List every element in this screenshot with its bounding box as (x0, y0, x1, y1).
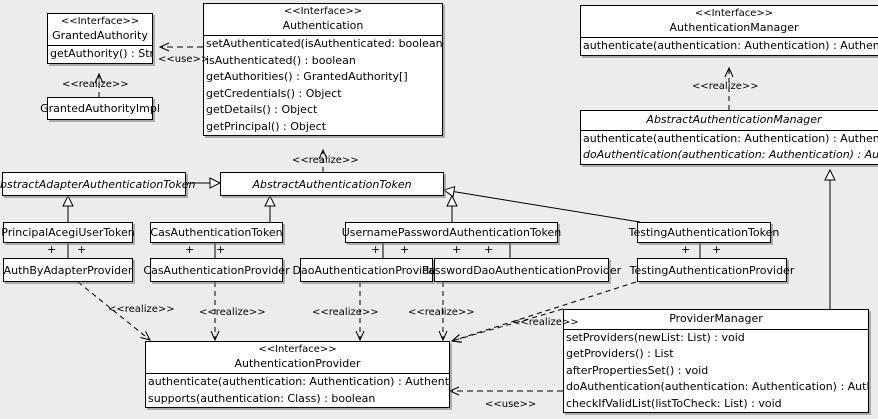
class-header: <<Interface>> AuthenticationManager (581, 6, 878, 37)
divider (581, 129, 878, 131)
class-header: AbstractAuthenticationManager (581, 111, 878, 130)
association-marker: + (452, 243, 462, 256)
class-password-dao-authentication-provider[interactable]: PasswordDaoAuthenticationProvider (422, 258, 621, 282)
class-name: DaoAuthenticationProvider (292, 263, 441, 277)
class-name: CasAuthenticationToken (150, 226, 283, 239)
association-marker: + (681, 243, 691, 256)
association-marker: + (77, 243, 87, 256)
class-authentication[interactable]: <<Interface>> Authentication setAuthenti… (203, 3, 443, 137)
divider (564, 328, 868, 330)
class-abstract-authentication-manager[interactable]: AbstractAuthenticationManager authentica… (580, 110, 878, 165)
class-authentication-manager[interactable]: <<Interface>> AuthenticationManager auth… (580, 5, 878, 56)
operations-compartment: authenticate(authentication: Authenticat… (581, 38, 878, 55)
stereotype-label: <<Interface>> (258, 344, 337, 355)
stereotype-label: <<Interface>> (60, 16, 140, 27)
class-granted-authority-impl[interactable]: GrantedAuthorityImpl (40, 97, 160, 120)
association-marker: + (371, 243, 381, 256)
class-name: PrincipalAcegiUserToken (1, 226, 135, 239)
operation: checkIfValidList(listToCheck: List) : vo… (566, 396, 782, 410)
class-cas-authentication-provider[interactable]: CasAuthenticationProvider (143, 258, 290, 282)
operations-compartment: getAuthority() : String (48, 46, 152, 63)
class-name: AbstractAdapterAuthenticationToken (0, 177, 196, 191)
class-auth-by-adapter-provider[interactable]: AuthByAdapterProvider (3, 258, 133, 282)
label-realize-dao-authentication-provider: <<realize>> (312, 307, 379, 318)
association-marker: + (484, 243, 494, 256)
class-testing-authentication-provider[interactable]: TestingAuthenticationProvider (630, 258, 794, 282)
class-name: AbstractAuthenticationToken (252, 177, 412, 191)
class-header: <<Interface>> Authentication (204, 4, 442, 35)
association-marker: + (400, 243, 410, 256)
operations-compartment: authenticate(authentication: Authenticat… (146, 374, 449, 407)
operation: authenticate(authentication: Authenticat… (583, 39, 878, 53)
label-realize-provider-manager: <<realize>> (512, 317, 579, 328)
class-name: TestingAuthenticationProvider (629, 263, 795, 277)
operation: authenticate(authentication: Authenticat… (148, 375, 449, 389)
operation: getAuthority() : String (50, 47, 152, 61)
class-provider-manager[interactable]: ProviderManager setProviders(newList: Li… (563, 309, 869, 414)
class-name: TestingAuthenticationToken (628, 226, 780, 239)
operations-compartment: authenticate(authentication: Authenticat… (581, 131, 878, 164)
operation: getPrincipal() : Object (206, 119, 327, 133)
class-abstract-authentication-token[interactable]: AbstractAuthenticationToken (220, 172, 444, 196)
association-marker: + (216, 243, 226, 256)
label-realize-password-dao-authentication-provider: <<realize>> (408, 307, 475, 318)
operation: getDetails() : Object (206, 103, 318, 117)
class-name: AuthenticationManager (669, 20, 799, 34)
class-authentication-provider[interactable]: <<Interface>> AuthenticationProvider aut… (145, 341, 450, 409)
label-use-provider-manager-authentication-provider: <<use>> (485, 399, 537, 410)
class-header: <<Interface>> AuthenticationProvider (146, 342, 449, 373)
label-realize-auth-by-adapter-provider: <<realize>> (108, 304, 175, 315)
operation: setAuthenticated(isAuthenticated: boolea… (206, 37, 442, 51)
class-header: <<Interface>> GrantedAuthority (48, 14, 152, 45)
divider (146, 373, 449, 375)
operation: setProviders(newList: List) : void (566, 330, 745, 344)
operation: afterPropertiesSet() : void (566, 363, 709, 377)
label-realize-cas-authentication-provider: <<realize>> (199, 307, 266, 318)
operation: authenticate(authentication: Authenticat… (583, 131, 878, 145)
class-name: PasswordDaoAuthenticationProvider (421, 263, 622, 277)
divider (581, 37, 878, 39)
class-testing-authentication-token[interactable]: TestingAuthenticationToken (629, 222, 779, 243)
class-principal-acegi-user-token[interactable]: PrincipalAcegiUserToken (1, 222, 135, 243)
class-username-password-authentication-token[interactable]: UsernamePasswordAuthenticationToken (342, 222, 561, 243)
operation: getCredentials() : Object (206, 86, 342, 100)
operation: doAuthentication(authentication: Authent… (583, 148, 878, 162)
operations-compartment: setProviders(newList: List) : void getPr… (564, 330, 868, 413)
label-realize-abstract-authentication-manager: <<realize>> (692, 81, 759, 92)
class-abstract-adapter-authentication-token[interactable]: AbstractAdapterAuthenticationToken (0, 172, 195, 196)
class-name: Authentication (282, 18, 364, 32)
stereotype-label: <<Interface>> (694, 8, 774, 19)
association-marker: + (712, 243, 722, 256)
operation: doAuthentication(authentication: Authent… (566, 380, 868, 394)
class-cas-authentication-token[interactable]: CasAuthenticationToken (150, 222, 283, 243)
divider (48, 45, 152, 47)
class-name: GrantedAuthorityImpl (40, 102, 160, 115)
label-use-authentication-granted-authority: <<use>> (158, 54, 210, 65)
stereotype-label: <<Interface>> (283, 6, 363, 17)
class-header: ProviderManager (564, 310, 868, 329)
label-realize-abstract-authentication-token: <<realize>> (292, 155, 359, 166)
association-marker: + (47, 243, 57, 256)
class-name: UsernamePasswordAuthenticationToken (341, 226, 562, 239)
class-name: AuthenticationProvider (234, 356, 361, 370)
operations-compartment: setAuthenticated(isAuthenticated: boolea… (204, 36, 442, 135)
class-granted-authority[interactable]: <<Interface>> GrantedAuthority getAuthor… (47, 13, 153, 64)
class-dao-authentication-provider[interactable]: DaoAuthenticationProvider (293, 258, 441, 282)
class-name: AbstractAuthenticationManager (646, 113, 822, 126)
operation: isAuthenticated() : boolean (206, 53, 356, 67)
class-name: CasAuthenticationProvider (143, 263, 290, 277)
class-name: GrantedAuthority (52, 28, 148, 42)
association-marker: + (185, 243, 195, 256)
class-name: ProviderManager (669, 312, 763, 325)
operation: getProviders() : List (566, 347, 674, 361)
class-name: AuthByAdapterProvider (3, 263, 133, 277)
operation: supports(authentication: Class) : boolea… (148, 391, 376, 405)
label-realize-granted-authority-impl: <<realize>> (62, 79, 129, 90)
divider (204, 35, 442, 37)
operation: getAuthorities() : GrantedAuthority[] (206, 70, 408, 84)
